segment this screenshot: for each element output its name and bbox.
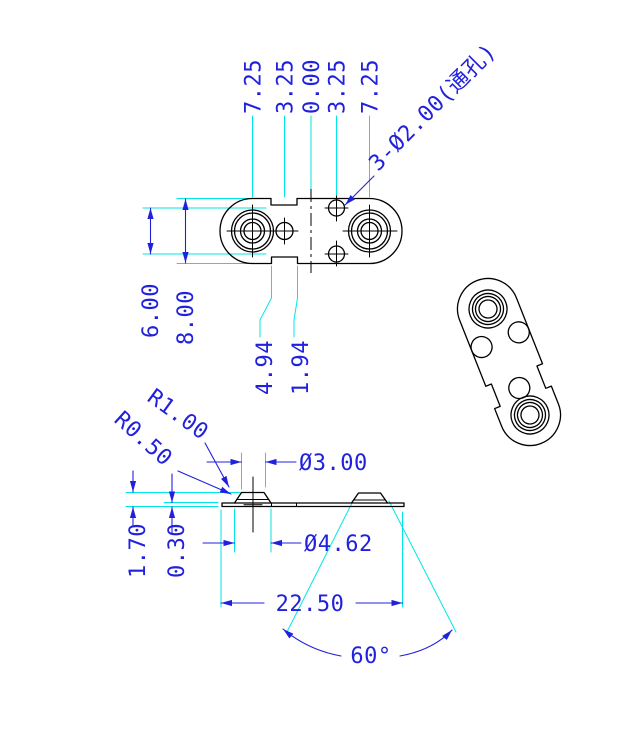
isometric-view bbox=[456, 277, 562, 447]
top-view-extension-lines bbox=[142, 115, 370, 338]
boss-base-dia-dim: Ø4.62 bbox=[304, 532, 373, 557]
ordinate-dim-4: 7.25 bbox=[359, 59, 384, 114]
top-view-dimension-lines bbox=[147, 175, 375, 264]
angle-dim: 60° bbox=[350, 644, 391, 669]
top-view-geometry bbox=[219, 189, 403, 273]
side-view: R1.00 R0.50 Ø3.00 Ø4.62 1.70 0.30 22.50 … bbox=[109, 385, 457, 669]
ordinate-dim-1: 3.25 bbox=[274, 59, 299, 114]
ordinate-dim-2: 0.00 bbox=[300, 59, 325, 114]
side-view-extension-lines bbox=[125, 452, 457, 633]
length-dim: 22.50 bbox=[276, 592, 345, 617]
side-view-geometry bbox=[221, 476, 405, 533]
side-view-dimension-lines bbox=[129, 442, 453, 657]
ordinate-dim-3: 3.25 bbox=[326, 59, 351, 114]
hole-note: 3-Ø2.00(通孔) bbox=[365, 39, 502, 176]
total-height-dim: 1.70 bbox=[126, 523, 151, 578]
boss-top-dia-dim: Ø3.00 bbox=[299, 451, 368, 476]
inner-height-dim: 6.00 bbox=[139, 283, 164, 338]
top-view: 7.25 3.25 0.00 3.25 7.25 3-Ø2.00(通孔) 6.0… bbox=[139, 39, 502, 395]
ordinate-dim-0: 7.25 bbox=[242, 59, 267, 114]
notch-ordinate-0: 4.94 bbox=[253, 340, 278, 395]
notch-ordinate-1: 1.94 bbox=[289, 340, 314, 395]
outer-height-dim: 8.00 bbox=[174, 290, 199, 345]
thickness-dim: 0.30 bbox=[165, 523, 190, 578]
